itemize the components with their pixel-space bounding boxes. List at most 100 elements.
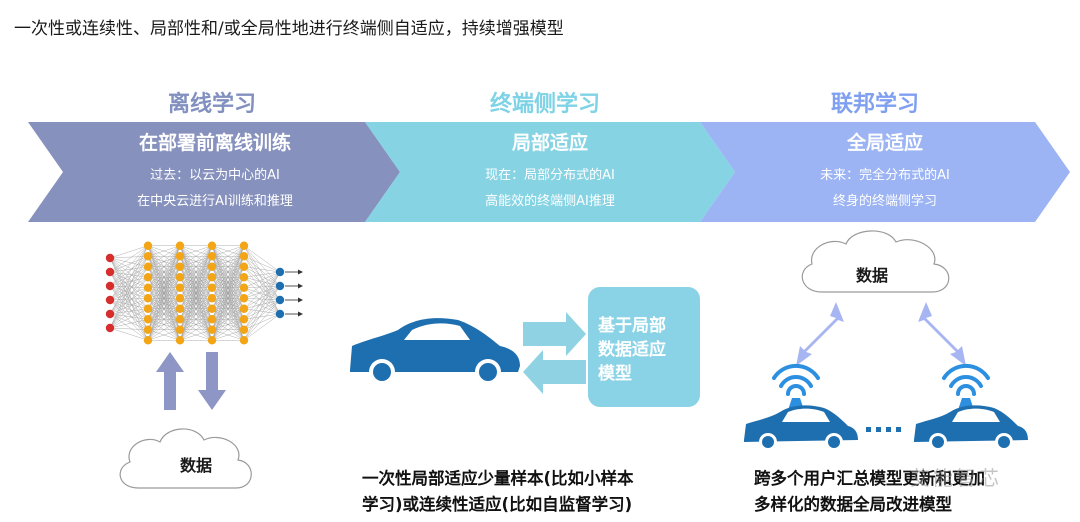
nn-node [175, 304, 185, 313]
nn-node [207, 325, 217, 334]
nn-node [175, 336, 185, 345]
nn-edge [243, 271, 281, 330]
nn-node [175, 273, 185, 282]
nn-node [207, 315, 217, 324]
nn-edge [109, 266, 149, 329]
nn-edge [243, 285, 281, 288]
nn-node [207, 273, 217, 282]
nn-node [175, 325, 185, 334]
nn-edge [211, 245, 245, 288]
nn-edge [211, 245, 245, 267]
nn-edge [109, 299, 149, 330]
nn-node [105, 267, 115, 277]
nn-edge [109, 245, 149, 287]
up-arrow-icon [156, 352, 184, 410]
nn-node [239, 315, 249, 324]
nn-edge [109, 287, 149, 315]
nn-edge [179, 245, 213, 299]
nn-edge [243, 271, 281, 309]
nn-node [207, 283, 217, 292]
nn-edge [243, 271, 281, 288]
caption-right-line1: 跨多个用户汇总模型更新和更加 [754, 469, 985, 488]
nn-edge [109, 299, 149, 309]
chevron-text-device: 局部适应 现在：局部分布式的AI 高能效的终端侧AI推理 [425, 128, 675, 215]
nn-edge [211, 329, 245, 341]
nn-edge [109, 266, 149, 273]
nn-edge [211, 298, 245, 341]
nn-edge [179, 245, 213, 267]
page-title: 一次性或连续性、局部性和/或全局性地进行终端侧自适应，持续增强模型 [14, 19, 564, 39]
nn-edge [147, 319, 181, 341]
nn-edge [109, 298, 149, 301]
nn-edge [179, 287, 213, 341]
nn-edge [243, 277, 281, 287]
nn-edge [109, 277, 149, 301]
caption-right: 跨多个用户汇总模型更新和更加 多样化的数据全局改进模型 [754, 466, 1074, 518]
nn-node [239, 325, 249, 334]
nn-edge [109, 271, 149, 278]
nn-node [239, 252, 249, 261]
nn-edge [147, 245, 181, 320]
local-model-box [588, 287, 700, 407]
cloud-right-label: 数据 [855, 266, 888, 285]
nn-node [175, 294, 185, 303]
nn-edge [243, 313, 281, 330]
chevron-line2-offline: 在中央云进行AI训练和推理 [137, 194, 293, 209]
local-model-line1: 基于局部 [598, 316, 666, 336]
chevron-title-offline: 在部署前离线训练 [138, 132, 291, 154]
caption-middle: 一次性局部适应少量样本(比如小样本 学习)或连续性适应(比如自监督学习) [362, 466, 722, 518]
nn-edge [179, 308, 213, 341]
nn-node [143, 304, 153, 313]
nn-edge [147, 245, 181, 341]
nn-edge [243, 285, 281, 309]
right-arrow-icon [523, 312, 586, 356]
nn-edge [147, 245, 181, 330]
wifi-right-icon [942, 363, 990, 396]
nn-edge [109, 257, 149, 278]
nn-output-arrow [298, 283, 303, 289]
nn-node [175, 252, 185, 261]
stage-title-federated: 联邦学习 [830, 92, 919, 117]
nn-edge [109, 245, 149, 259]
nn-edge [179, 245, 213, 341]
nn-edge [147, 245, 181, 309]
nn-edge [147, 266, 181, 341]
chevron-text-offline: 在部署前离线训练 过去：以云为中心的AI 在中央云进行AI训练和推理 [90, 128, 340, 215]
nn-node [143, 336, 153, 345]
chevron-line2-federated: 终身的终端侧学习 [832, 194, 937, 209]
nn-edge [147, 287, 181, 341]
nn-edge [243, 285, 281, 330]
nn-edge [147, 245, 181, 288]
diagonal-arrow-right-icon [918, 302, 966, 366]
ellipsis-dots [866, 427, 901, 432]
nn-edge [109, 256, 149, 301]
nn-edge [211, 277, 245, 341]
nn-edge [211, 245, 245, 257]
nn-edge [109, 256, 149, 329]
nn-node [207, 336, 217, 345]
nn-edge [179, 245, 213, 257]
nn-edge [243, 266, 281, 301]
nn-output-arrow [298, 269, 303, 275]
nn-node [239, 294, 249, 303]
nn-edge [243, 299, 281, 330]
nn-edge [211, 308, 245, 341]
caption-middle-line1: 一次性局部适应少量样本(比如小样本 [362, 469, 634, 488]
nn-node [207, 241, 217, 250]
nn-node [275, 309, 285, 319]
caption-middle-line2: 学习)或连续性适应(比如自监督学习) [362, 495, 633, 514]
nn-edge [179, 245, 213, 288]
nn-edge [109, 266, 149, 315]
nn-edge [109, 319, 149, 329]
nn-edge [243, 271, 281, 341]
cloud-left-label: 数据 [179, 456, 212, 475]
nn-edge [147, 245, 181, 299]
nn-edge [243, 245, 281, 287]
nn-edge [179, 329, 213, 341]
nn-node [175, 283, 185, 292]
nn-node [207, 304, 217, 313]
nn-edge [179, 256, 213, 341]
nn-edge [109, 327, 149, 341]
nn-node [275, 295, 285, 305]
nn-edge [179, 245, 213, 320]
